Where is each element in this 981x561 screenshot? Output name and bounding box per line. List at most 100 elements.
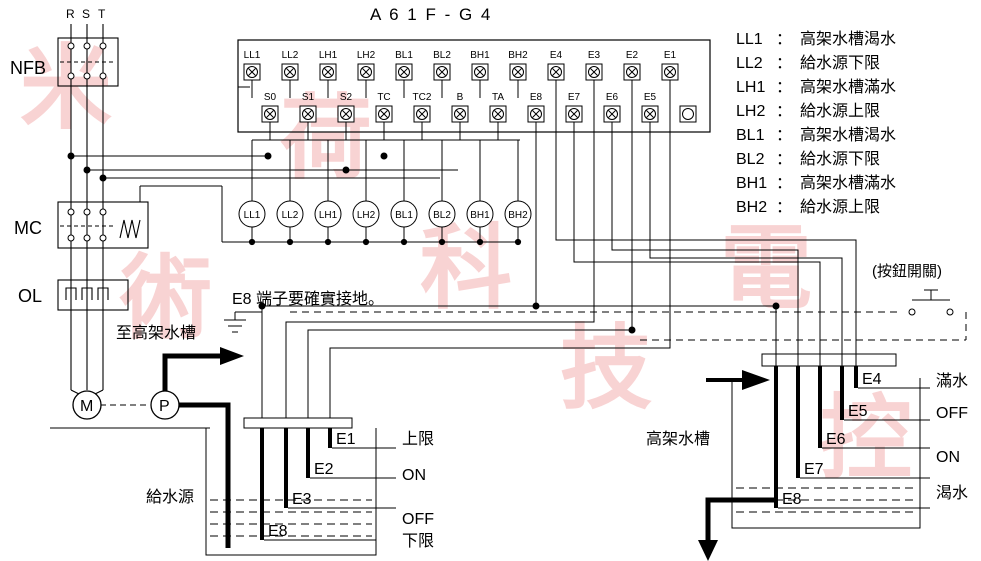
elevated-tank-label: 高架水槽 [646, 430, 710, 448]
supply-level-label: OFF [402, 511, 434, 528]
to-tank-label: 至高架水槽 [116, 324, 196, 342]
terminal-top-3: LH2 [357, 50, 376, 81]
terminal-bottom-8: E7 [565, 92, 583, 123]
supply-level-label: ON [402, 467, 426, 484]
terminal-top-2-label: LH1 [319, 50, 338, 61]
terminal-bottom-2: S2 [337, 92, 355, 123]
tank-electrode-label: E4 [862, 371, 882, 388]
watermark-char-4: 技 [560, 318, 652, 420]
terminal-bottom-10-label: E5 [644, 92, 657, 103]
legend-desc: 給水源上限 [800, 102, 880, 120]
ol-label: OL [18, 286, 42, 306]
nfb-switch-dots [67, 42, 107, 242]
legend-sep: ： [776, 55, 792, 72]
relay-label: BH2 [508, 210, 528, 221]
push-button [908, 289, 954, 316]
relay-label: BH1 [470, 210, 490, 221]
terminal-top-4-label: BL1 [395, 50, 413, 61]
mc-label: MC [14, 218, 42, 238]
pump: P [150, 390, 180, 420]
relay-1: LL2 [276, 200, 304, 228]
power-lines [50, 24, 210, 429]
terminal-top-5: BL2 [433, 50, 451, 81]
terminal-bottom-9: E6 [603, 92, 621, 123]
legend-sep: ： [776, 199, 792, 216]
tank-level-label: 渴水 [936, 484, 968, 502]
legend: LL1：高架水槽渴水LL2：給水源下限LH1：高架水槽滿水LH2：給水源上限BL… [736, 30, 896, 216]
phase-t: T [98, 7, 106, 21]
phase-r: R [66, 7, 75, 21]
dashed-wires [290, 311, 967, 341]
terminal-top-1: LL2 [281, 50, 299, 81]
ground-symbol [224, 311, 262, 333]
controller-box [237, 39, 711, 133]
phase-labels: R S T [66, 7, 106, 21]
relay-label: BL1 [395, 210, 413, 221]
legend-code: BH2 [736, 199, 767, 216]
terminal-bottom-10: E5 [641, 92, 659, 123]
terminal-top-9: E3 [585, 50, 603, 81]
motor: M [72, 390, 102, 420]
relay-bus [71, 155, 520, 243]
terminal-top-6: BH1 [470, 50, 490, 81]
terminal-top-4: BL1 [395, 50, 413, 81]
tank-electrode-label: E5 [848, 403, 868, 420]
to-tank-arrow [220, 347, 244, 365]
relay-label: LL2 [282, 210, 299, 221]
legend-sep: ： [776, 175, 792, 192]
legend-code: LL1 [736, 31, 763, 48]
legend-code: BL1 [736, 127, 765, 144]
push-button-label: (按鈕開關) [872, 263, 942, 280]
relay-3: LH2 [352, 200, 380, 228]
tank-level-label: OFF [936, 405, 968, 422]
relay-label: LH2 [357, 210, 376, 221]
relay-label: BL2 [433, 210, 451, 221]
terminal-bottom-8-label: E7 [568, 92, 581, 103]
supply-electrode-label: E8 [268, 523, 288, 540]
supply-level-label: 上限 [402, 430, 434, 448]
watermark-char-3: 科 [420, 218, 512, 320]
motor-label: M [80, 398, 93, 415]
relay-0: LL1 [238, 200, 266, 228]
terminal-bottom-4-label: TC2 [413, 92, 432, 103]
terminal-bottom-3: TC [375, 92, 393, 123]
watermark: 米 荷 科 技 術 電 控 [20, 38, 912, 490]
watermark-char-5: 術 [119, 248, 212, 350]
terminal-top-0-label: LL1 [244, 50, 261, 61]
terminal-top-7: BH2 [508, 50, 528, 81]
terminal-bottom-4: TC2 [413, 92, 432, 123]
terminal-bottom-7: E8 [527, 92, 545, 123]
supply-electrode-label: E2 [314, 461, 334, 478]
terminal-top-3-label: LH2 [357, 50, 376, 61]
terminal-top-9-label: E3 [588, 50, 601, 61]
terminal-bottom-0-label: S0 [264, 92, 277, 103]
terminal-top-8: E4 [547, 50, 565, 81]
terminal-bottom-7-label: E8 [530, 92, 543, 103]
terminal-top-6-label: BH1 [470, 50, 490, 61]
terminal-bottom-1: S1 [299, 92, 317, 123]
tank-electrode-label: E7 [804, 461, 824, 478]
supply-level-label: 下限 [402, 532, 434, 550]
supply-tank [205, 417, 377, 556]
relay-6: BH1 [466, 200, 494, 228]
watermark-char-7: 控 [820, 388, 912, 490]
phase-s: S [82, 7, 90, 21]
legend-code: LH1 [736, 79, 765, 96]
terminal-top-11: E1 [661, 50, 679, 81]
legend-desc: 給水源上限 [800, 198, 880, 216]
legend-desc: 高架水槽滿水 [800, 174, 896, 192]
terminal-top-7-label: BH2 [508, 50, 528, 61]
legend-sep: ： [776, 31, 792, 48]
watermark-char-6: 電 [720, 218, 812, 320]
legend-desc: 高架水槽滿水 [800, 78, 896, 96]
terminal-top-8-label: E4 [550, 50, 563, 61]
supply-electrode-label: E1 [336, 431, 356, 448]
terminal-bottom-0: S0 [261, 92, 279, 123]
outflow-pipe [698, 497, 776, 561]
legend-code: BH1 [736, 175, 767, 192]
